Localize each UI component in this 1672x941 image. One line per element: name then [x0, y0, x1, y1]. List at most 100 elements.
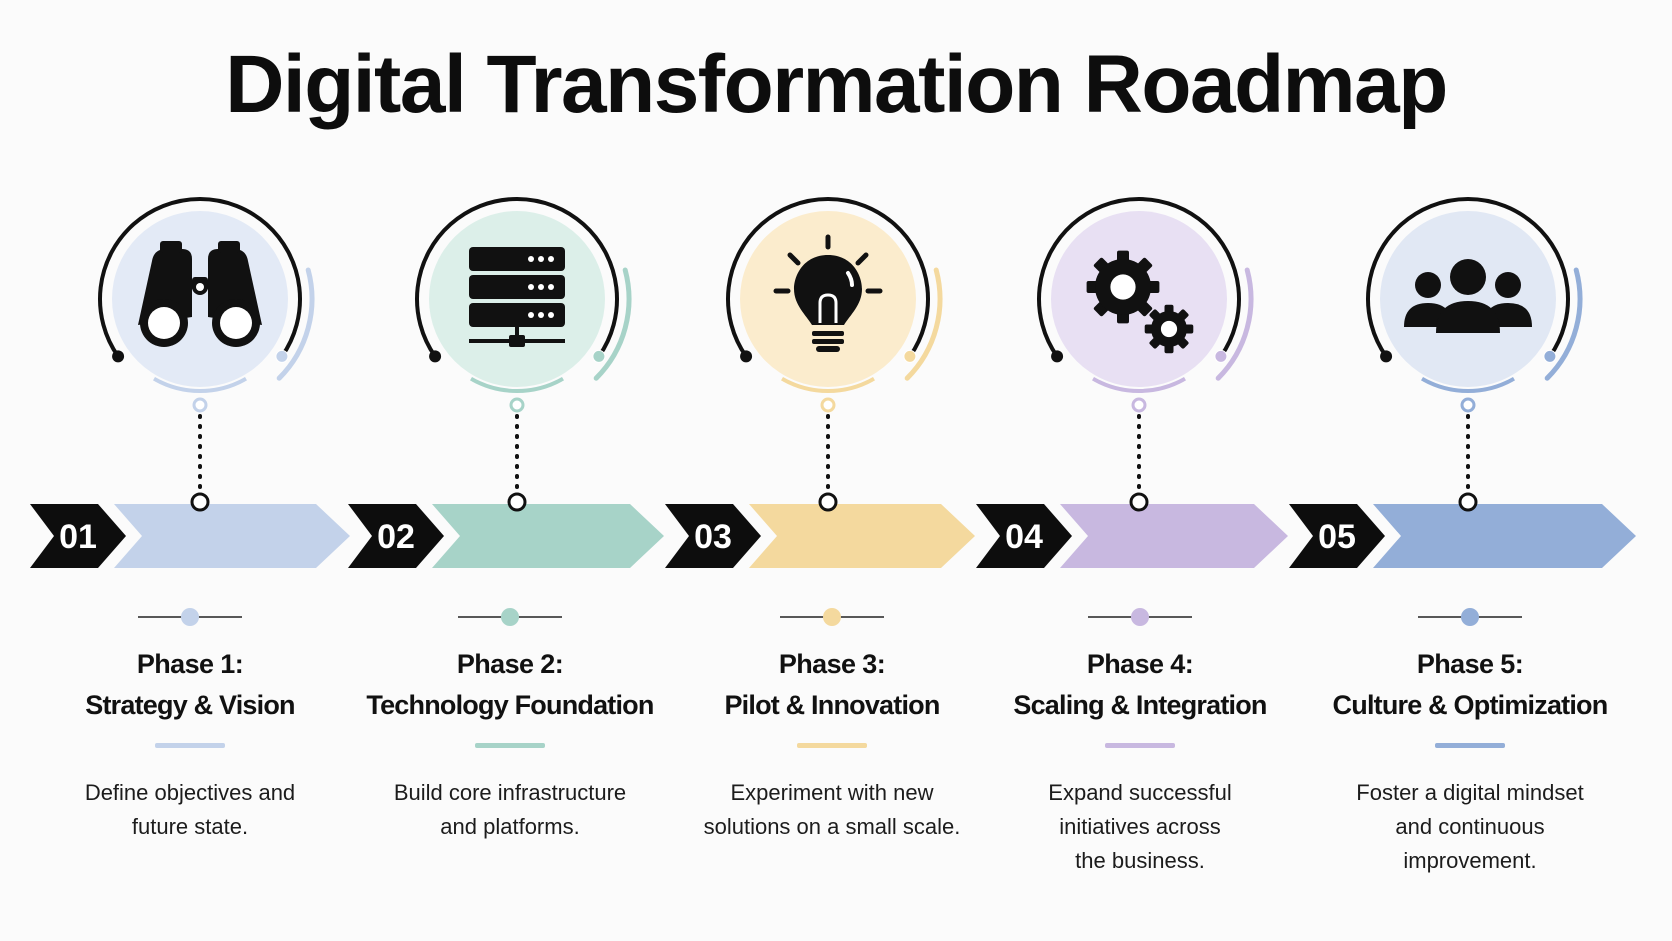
description-line: Define objectives and [84, 780, 296, 805]
phase-1-description: Define objectives and future state. [40, 776, 340, 844]
phase-5-graphic: 05 [1289, 197, 1636, 748]
circle-end-dot [740, 350, 753, 363]
bottom-accent-arc [153, 376, 247, 393]
phase-name: Phase 1: [136, 649, 244, 679]
phase-subtitle: Pilot & Innovation [724, 690, 940, 720]
subtitle-underline [797, 743, 867, 748]
phase-2-graphic: 02 [348, 197, 664, 748]
bottom-accent-arc [1092, 376, 1186, 393]
description-line: and platforms. [440, 814, 580, 839]
phase-subtitle: Technology Foundation [366, 690, 654, 720]
phase-arrow [1373, 504, 1636, 568]
phase-arrow [432, 504, 664, 568]
description-line: and continuous [1395, 814, 1545, 839]
connector-bottom-ring [1458, 492, 1478, 512]
phase-circle-outline [415, 197, 619, 358]
connector-bottom-ring [1129, 492, 1149, 512]
gears-icon [1086, 250, 1194, 354]
bottom-accent-arc [470, 376, 564, 393]
circle-end-dot [112, 350, 125, 363]
circle-end-dot [1051, 350, 1064, 363]
separator-dot [501, 608, 519, 626]
phase-arrow [749, 504, 975, 568]
accent-dot [1214, 349, 1228, 363]
separator-dot [1461, 608, 1479, 626]
bottom-accent-arc [1421, 376, 1515, 393]
connector-bottom-ring [190, 492, 210, 512]
accent-arc [904, 267, 943, 381]
phase-4-graphic: 04 [976, 197, 1288, 748]
phase-5-heading: Phase 5: Culture & Optimization [1310, 644, 1630, 726]
phase-3-description: Experiment with new solutions on a small … [682, 776, 982, 844]
circle-end-dot [1380, 350, 1393, 363]
phase-1-graphic: 01 [30, 197, 350, 748]
subtitle-underline [1435, 743, 1505, 748]
phase-number-chevron [1289, 504, 1385, 568]
connector-top-ring [1131, 397, 1147, 413]
phase-2-heading: Phase 2: Technology Foundation [350, 644, 670, 726]
phase-name: Phase 4: [1086, 649, 1194, 679]
phase-name: Phase 5: [1416, 649, 1524, 679]
separator-dot [823, 608, 841, 626]
phase-name: Phase 2: [456, 649, 564, 679]
phase-subtitle: Scaling & Integration [1013, 690, 1267, 720]
binoculars-icon [138, 241, 262, 347]
connector-top-ring [1460, 397, 1476, 413]
phase-4-heading: Phase 4: Scaling & Integration [980, 644, 1300, 726]
icon-background [112, 211, 288, 387]
connector-top-ring [192, 397, 208, 413]
accent-arc [276, 267, 315, 381]
separator-dot [181, 608, 199, 626]
phase-arrow [1060, 504, 1288, 568]
phase-subtitle: Culture & Optimization [1332, 690, 1609, 720]
accent-arc [593, 267, 632, 381]
phase-number: 02 [377, 518, 415, 556]
description-line: initiatives across [1059, 814, 1221, 839]
description-line: improvement. [1403, 848, 1537, 873]
page-title: Digital Transformation Roadmap [225, 39, 1448, 130]
server-icon [469, 247, 565, 347]
phase-5-description: Foster a digital mindset and continuous im… [1320, 776, 1620, 878]
description-line: the business. [1075, 848, 1205, 873]
icon-background [1380, 211, 1556, 387]
description-line: solutions on a small scale. [703, 814, 961, 839]
team-icon [1404, 259, 1532, 333]
connector-top-ring [509, 397, 525, 413]
phase-4-description: Expand successful initiatives across the b… [990, 776, 1290, 878]
description-line: Expand successful [1048, 780, 1232, 805]
phase-3-heading: Phase 3: Pilot & Innovation [672, 644, 992, 726]
phase-number-chevron [30, 504, 126, 568]
accent-dot [275, 349, 289, 363]
circle-end-dot [429, 350, 442, 363]
subtitle-underline [155, 743, 225, 748]
phase-number: 01 [59, 518, 97, 556]
phase-number-chevron [976, 504, 1072, 568]
phase-number: 03 [694, 518, 732, 556]
separator-dot [1131, 608, 1149, 626]
phase-name: Phase 3: [778, 649, 886, 679]
accent-arc [1544, 267, 1583, 381]
phase-number: 05 [1318, 518, 1356, 556]
description-line: future state. [131, 814, 249, 839]
phase-number-chevron [665, 504, 761, 568]
accent-dot [1543, 349, 1557, 363]
accent-dot [592, 349, 606, 363]
phase-number-chevron [348, 504, 444, 568]
accent-arc [1215, 267, 1254, 381]
subtitle-underline [475, 743, 545, 748]
lightbulb-icon [773, 234, 883, 352]
bottom-accent-arc [781, 376, 875, 393]
connector-top-ring [820, 397, 836, 413]
phase-circle-outline [98, 197, 302, 358]
phase-3-graphic: 03 [665, 197, 975, 748]
description-line: Foster a digital mindset [1356, 780, 1584, 805]
phase-circle-outline [1037, 197, 1241, 358]
description-line: Experiment with new [730, 780, 934, 805]
connector-bottom-ring [818, 492, 838, 512]
subtitle-underline [1105, 743, 1175, 748]
phase-circle-outline [1366, 197, 1570, 358]
phase-circle-outline [726, 197, 930, 358]
accent-dot [903, 349, 917, 363]
